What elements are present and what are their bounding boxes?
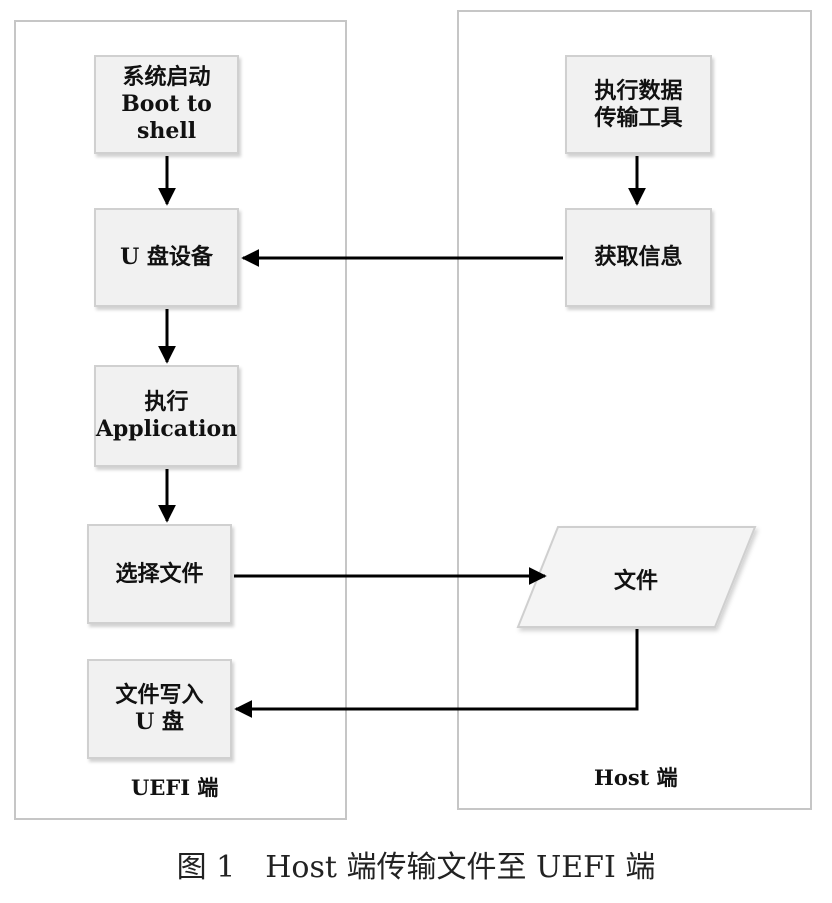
boot-box-line-1: 系统启动 <box>122 64 211 90</box>
uefi-side-label: UEFI 端 <box>131 775 219 800</box>
boot-box-line-3: shell <box>136 118 197 144</box>
get-info-label: 获取信息 <box>594 244 683 270</box>
arrow-file-to-write <box>234 629 639 718</box>
usb-device-label: U 盘设备 <box>120 244 213 270</box>
file-label: 文件 <box>614 568 659 594</box>
host-side-label: Host 端 <box>594 765 678 790</box>
boot-to-shell-box: 系统启动 Boot to shell <box>94 55 239 154</box>
select-file-box: 选择文件 <box>87 524 232 624</box>
write-usb-line-2: U 盘 <box>135 709 184 735</box>
figure-caption: 图 1 Host 端传输文件至 UEFI 端 <box>176 850 656 885</box>
run-tool-line-2: 传输工具 <box>594 104 683 131</box>
run-tool-line-1: 执行数据 <box>594 77 683 104</box>
write-to-usb-box: 文件写入 U 盘 <box>87 659 232 759</box>
boot-box-line-2: Boot to <box>121 91 212 117</box>
run-transfer-tool-box: 执行数据 传输工具 <box>565 55 712 154</box>
select-file-label: 选择文件 <box>115 560 204 587</box>
exec-app-line-2: Application <box>95 416 238 442</box>
get-info-box: 获取信息 <box>565 208 712 307</box>
write-usb-line-1: 文件写入 <box>115 682 204 708</box>
file-parallelogram <box>516 526 757 628</box>
exec-app-line-1: 执行 <box>144 389 189 415</box>
execute-application-box: 执行 Application <box>94 365 239 467</box>
usb-device-box: U 盘设备 <box>94 208 239 307</box>
